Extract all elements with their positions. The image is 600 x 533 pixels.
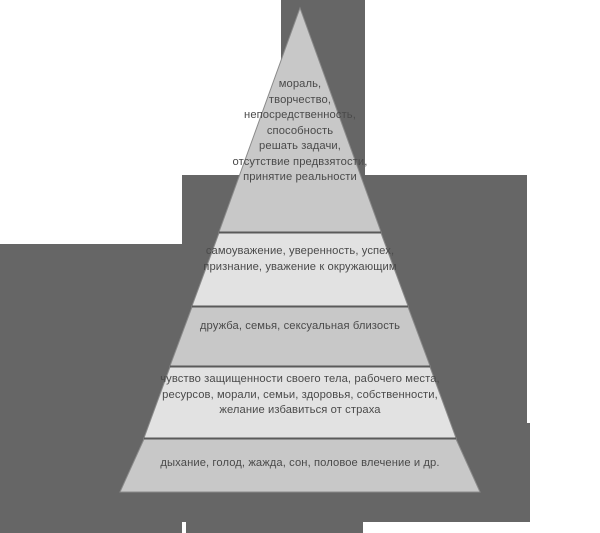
backdrop-block-bottom-tail-2 [186,522,363,533]
pyramid-tier-second[interactable] [191,232,409,307]
pyramid-tier-middle[interactable] [169,306,431,367]
pyramid-tier-fourth[interactable] [143,366,457,439]
pyramid-tier-top[interactable] [218,6,382,233]
backdrop-block-bottom-tail [0,522,182,533]
pyramid-tier-base[interactable] [119,438,481,493]
